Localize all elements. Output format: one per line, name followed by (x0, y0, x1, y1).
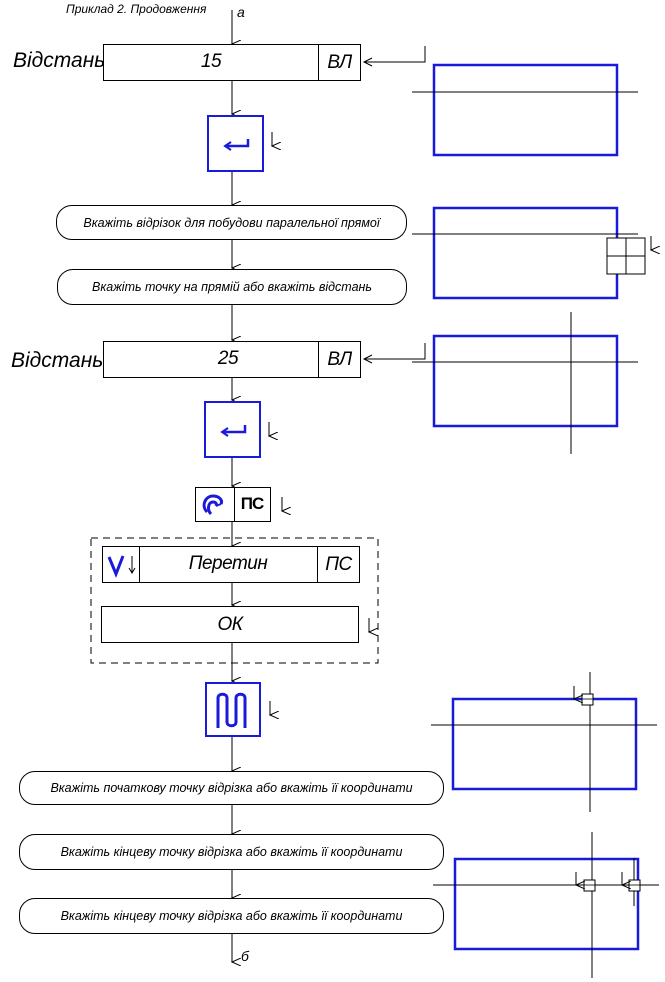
snap-label: ПС (240, 494, 265, 513)
distance-unit: ВЛ (327, 52, 352, 73)
intersection-field[interactable]: Перетин ПС (102, 546, 360, 583)
prompt-point-or-distance: Вкажіть точку на прямій або вкажіть відс… (57, 269, 407, 305)
connector-top: а (237, 4, 245, 20)
sketch-2 (412, 206, 646, 300)
enter-button-2[interactable] (204, 401, 261, 458)
distance-value-2: 25 (217, 348, 239, 369)
segment-icon (216, 692, 247, 728)
distance-field[interactable]: 15 ВЛ (103, 44, 361, 81)
sketch-5 (433, 832, 659, 978)
segment-tool-button[interactable] (205, 682, 261, 737)
magnet-icon (202, 494, 223, 516)
side-arrows (269, 132, 651, 715)
connector-bottom: б (241, 948, 249, 964)
ok-button[interactable]: ОК (101, 606, 359, 643)
distance-value: 15 (200, 51, 222, 72)
sketch-4 (431, 672, 657, 812)
sketch-1 (412, 63, 638, 157)
prompt-end-point: Вкажіть кінцеву точку відрізка або вкажі… (19, 834, 444, 870)
enter-button[interactable] (207, 115, 264, 172)
page-title: Приклад 2. Продовження (66, 2, 207, 16)
intersection-label: Перетин (188, 553, 268, 574)
prompt-end-point-2: Вкажіть кінцеву точку відрізка або вкажі… (19, 898, 444, 934)
snap-button[interactable]: ПС (195, 487, 271, 522)
checkmark-dropdown-icon (107, 555, 136, 579)
enter-icon (223, 139, 250, 151)
distance-label: Відстань (13, 49, 106, 72)
sketch-3 (412, 312, 638, 454)
distance-label-2: Відстань (11, 349, 104, 372)
intersection-unit: ПС (325, 554, 352, 575)
prompt-select-segment: Вкажіть відрізок для побудови паралельно… (56, 205, 407, 240)
prompt-start-point: Вкажіть початкову точку відрізка або вка… (19, 771, 444, 805)
intersection-group-box (90, 537, 379, 664)
enter-icon (220, 425, 247, 437)
leader-lines (362, 46, 426, 364)
ok-label: ОК (217, 614, 243, 635)
distance-unit-2: ВЛ (327, 349, 352, 370)
distance-field-2[interactable]: 25 ВЛ (103, 341, 361, 378)
